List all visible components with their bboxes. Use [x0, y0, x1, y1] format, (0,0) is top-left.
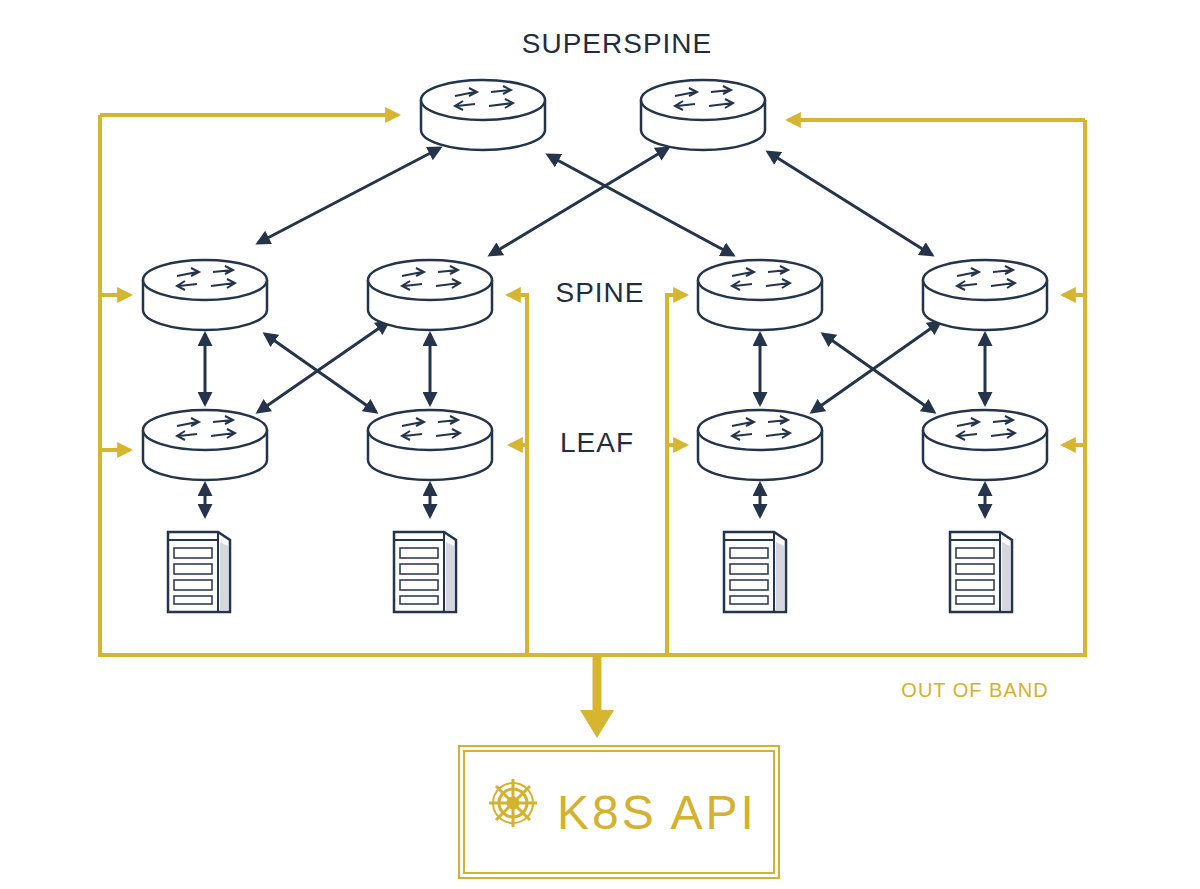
out-of-band-wiring — [100, 115, 1085, 655]
layer-label: LEAF — [560, 427, 634, 459]
api-label: K8S API — [557, 785, 773, 840]
oob-trunk-head — [580, 710, 614, 738]
api-box: K8S API — [458, 745, 780, 879]
fabric-links — [205, 148, 985, 516]
servers — [168, 532, 1012, 612]
oob-trunk — [593, 655, 602, 712]
layer-label: SPINE — [555, 277, 644, 309]
routers — [143, 80, 1047, 480]
helm-icon — [489, 779, 537, 827]
layer-title: SUPERSPINE — [522, 28, 713, 60]
oob-label: OUT OF BAND — [901, 679, 1048, 702]
